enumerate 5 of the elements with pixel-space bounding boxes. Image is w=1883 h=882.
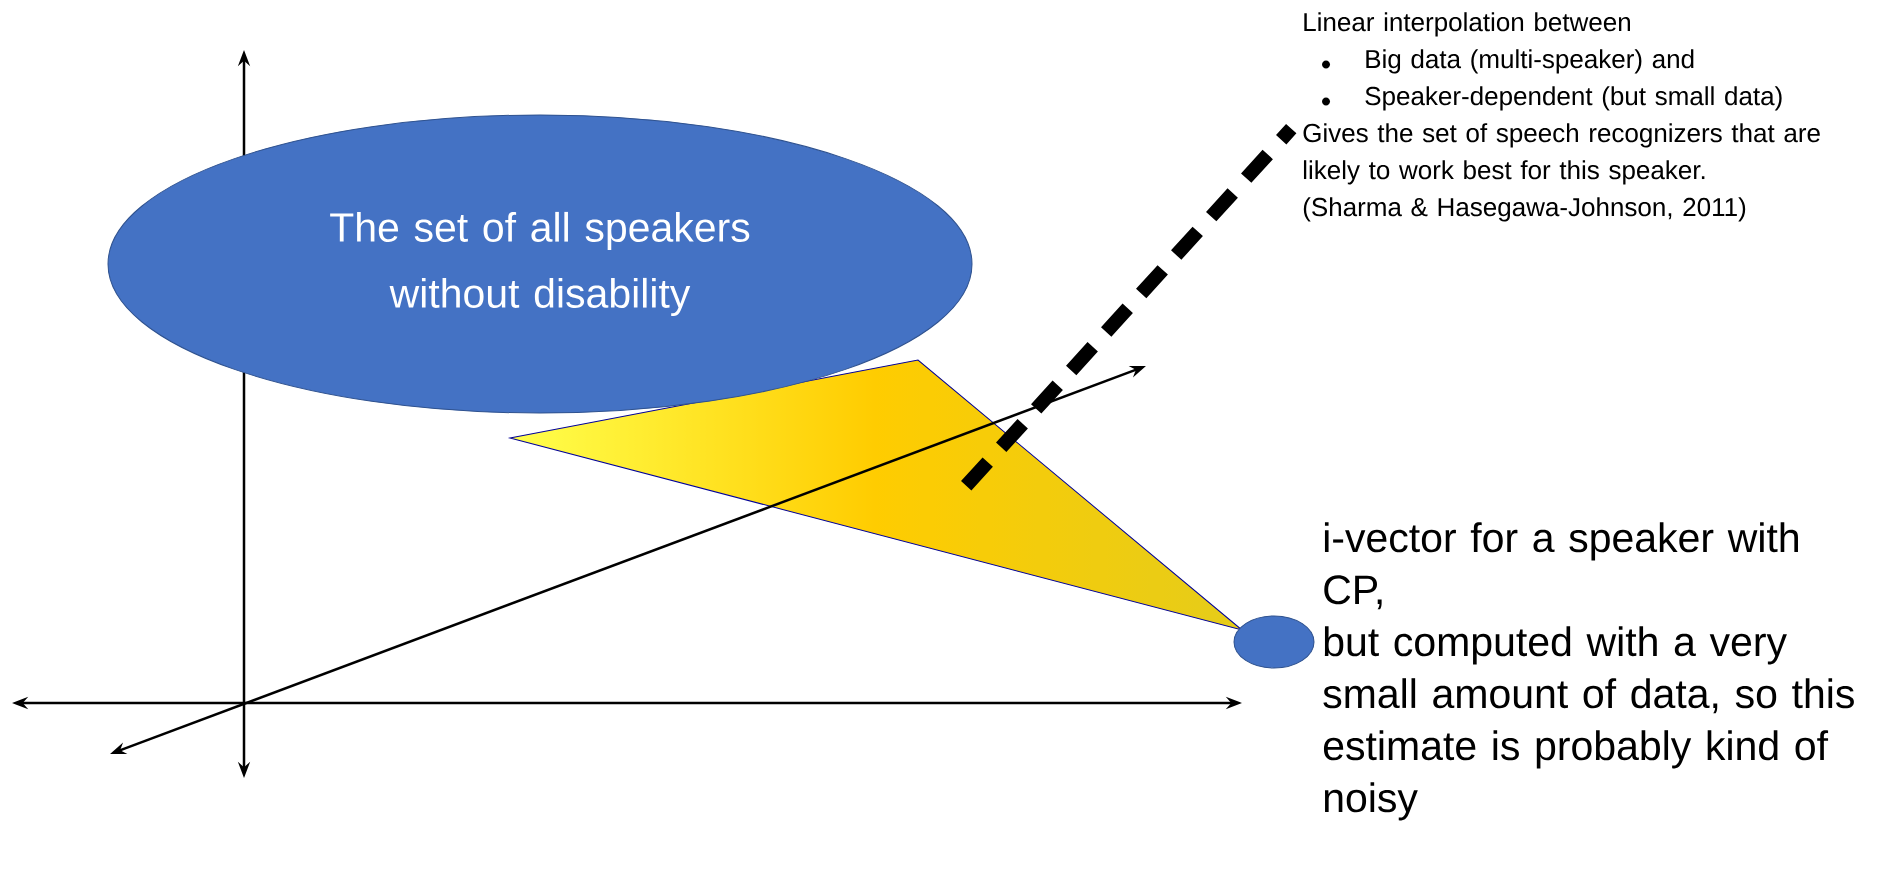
note-text: Linear interpolation between Big data (multi-speaker) and Speaker-dependent (but small data) Gives the set of speech recognizers that are likely to work best for this speaker. (Sharma & Hasegawa-Johnson, 2011) [1303, 12, 1820, 222]
cone-shape [509, 359, 1243, 631]
speaker-dot [1233, 615, 1315, 669]
caption-text: i-vector for a speaker with CP, but computed with a very small amount of data, so this estimate is probably kind of noisy [1323, 522, 1854, 821]
dashed-line [961, 123, 1297, 491]
